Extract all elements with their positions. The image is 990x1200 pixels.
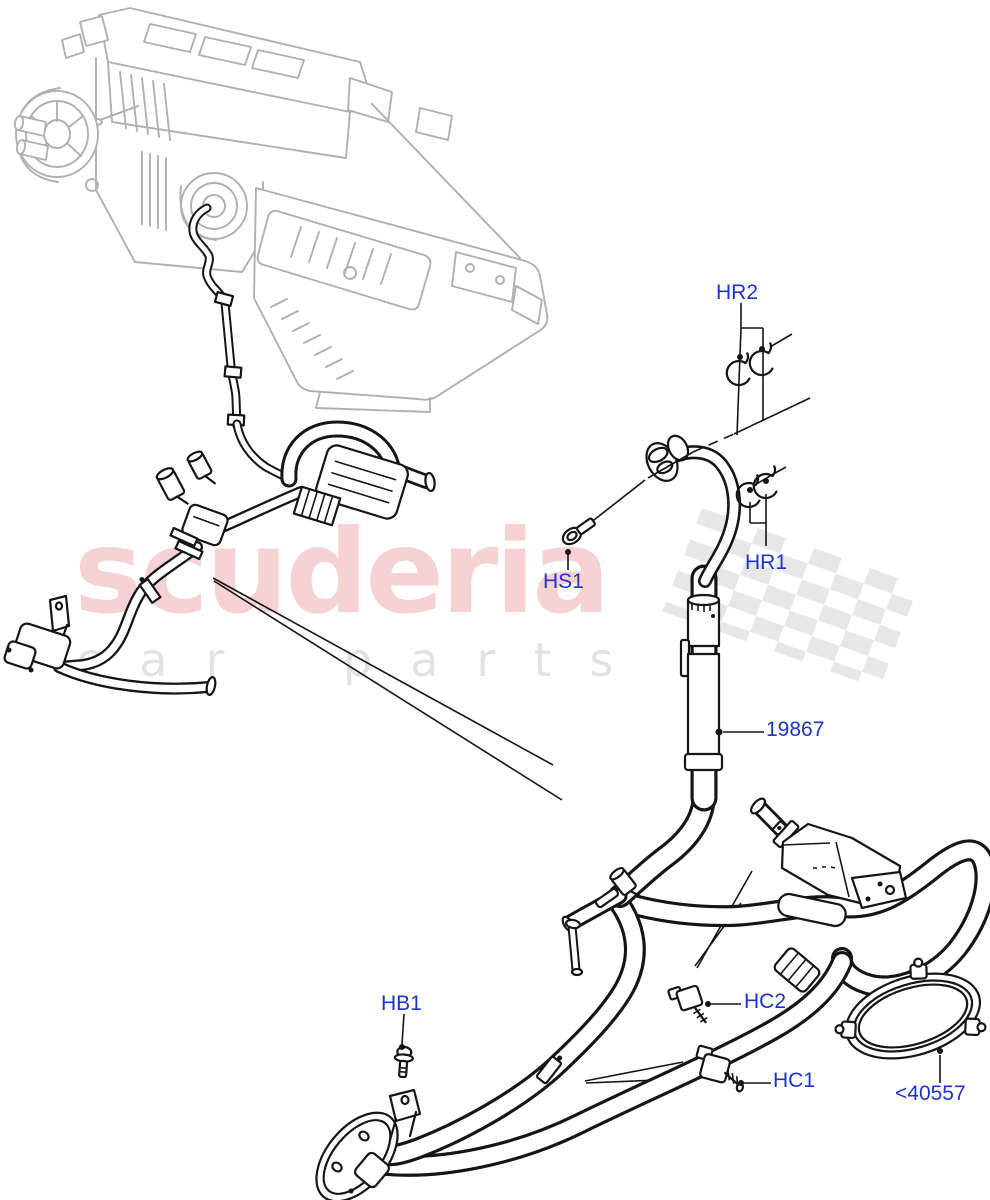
part-label-hc1[interactable]: HC1 [773,1069,816,1092]
part-label-hr2[interactable]: HR2 [716,281,759,304]
hc2-valve-drawing [667,984,708,1024]
pointer-wedges [212,577,753,1084]
part-label-40557[interactable]: <40557 [895,1082,966,1105]
watermark-subtitle: car parts [76,633,652,687]
hvac-feed-pipe-drawing [193,208,246,426]
heater-hoses-installed-drawing [3,424,436,696]
engine-hvac-drawing [13,7,549,413]
grommet-drawing [834,957,987,1060]
callout-leaders [399,303,943,1086]
heater-pipe-and-hoses-drawing [315,434,990,1200]
part-label-hs1[interactable]: HS1 [543,570,584,593]
hc1-valve-drawing [695,1044,745,1093]
part-label-hr1[interactable]: HR1 [745,551,788,574]
part-label-hb1[interactable]: HB1 [381,992,422,1015]
part-label-hc2[interactable]: HC2 [744,990,787,1013]
part-label-19867[interactable]: 19867 [766,718,825,741]
